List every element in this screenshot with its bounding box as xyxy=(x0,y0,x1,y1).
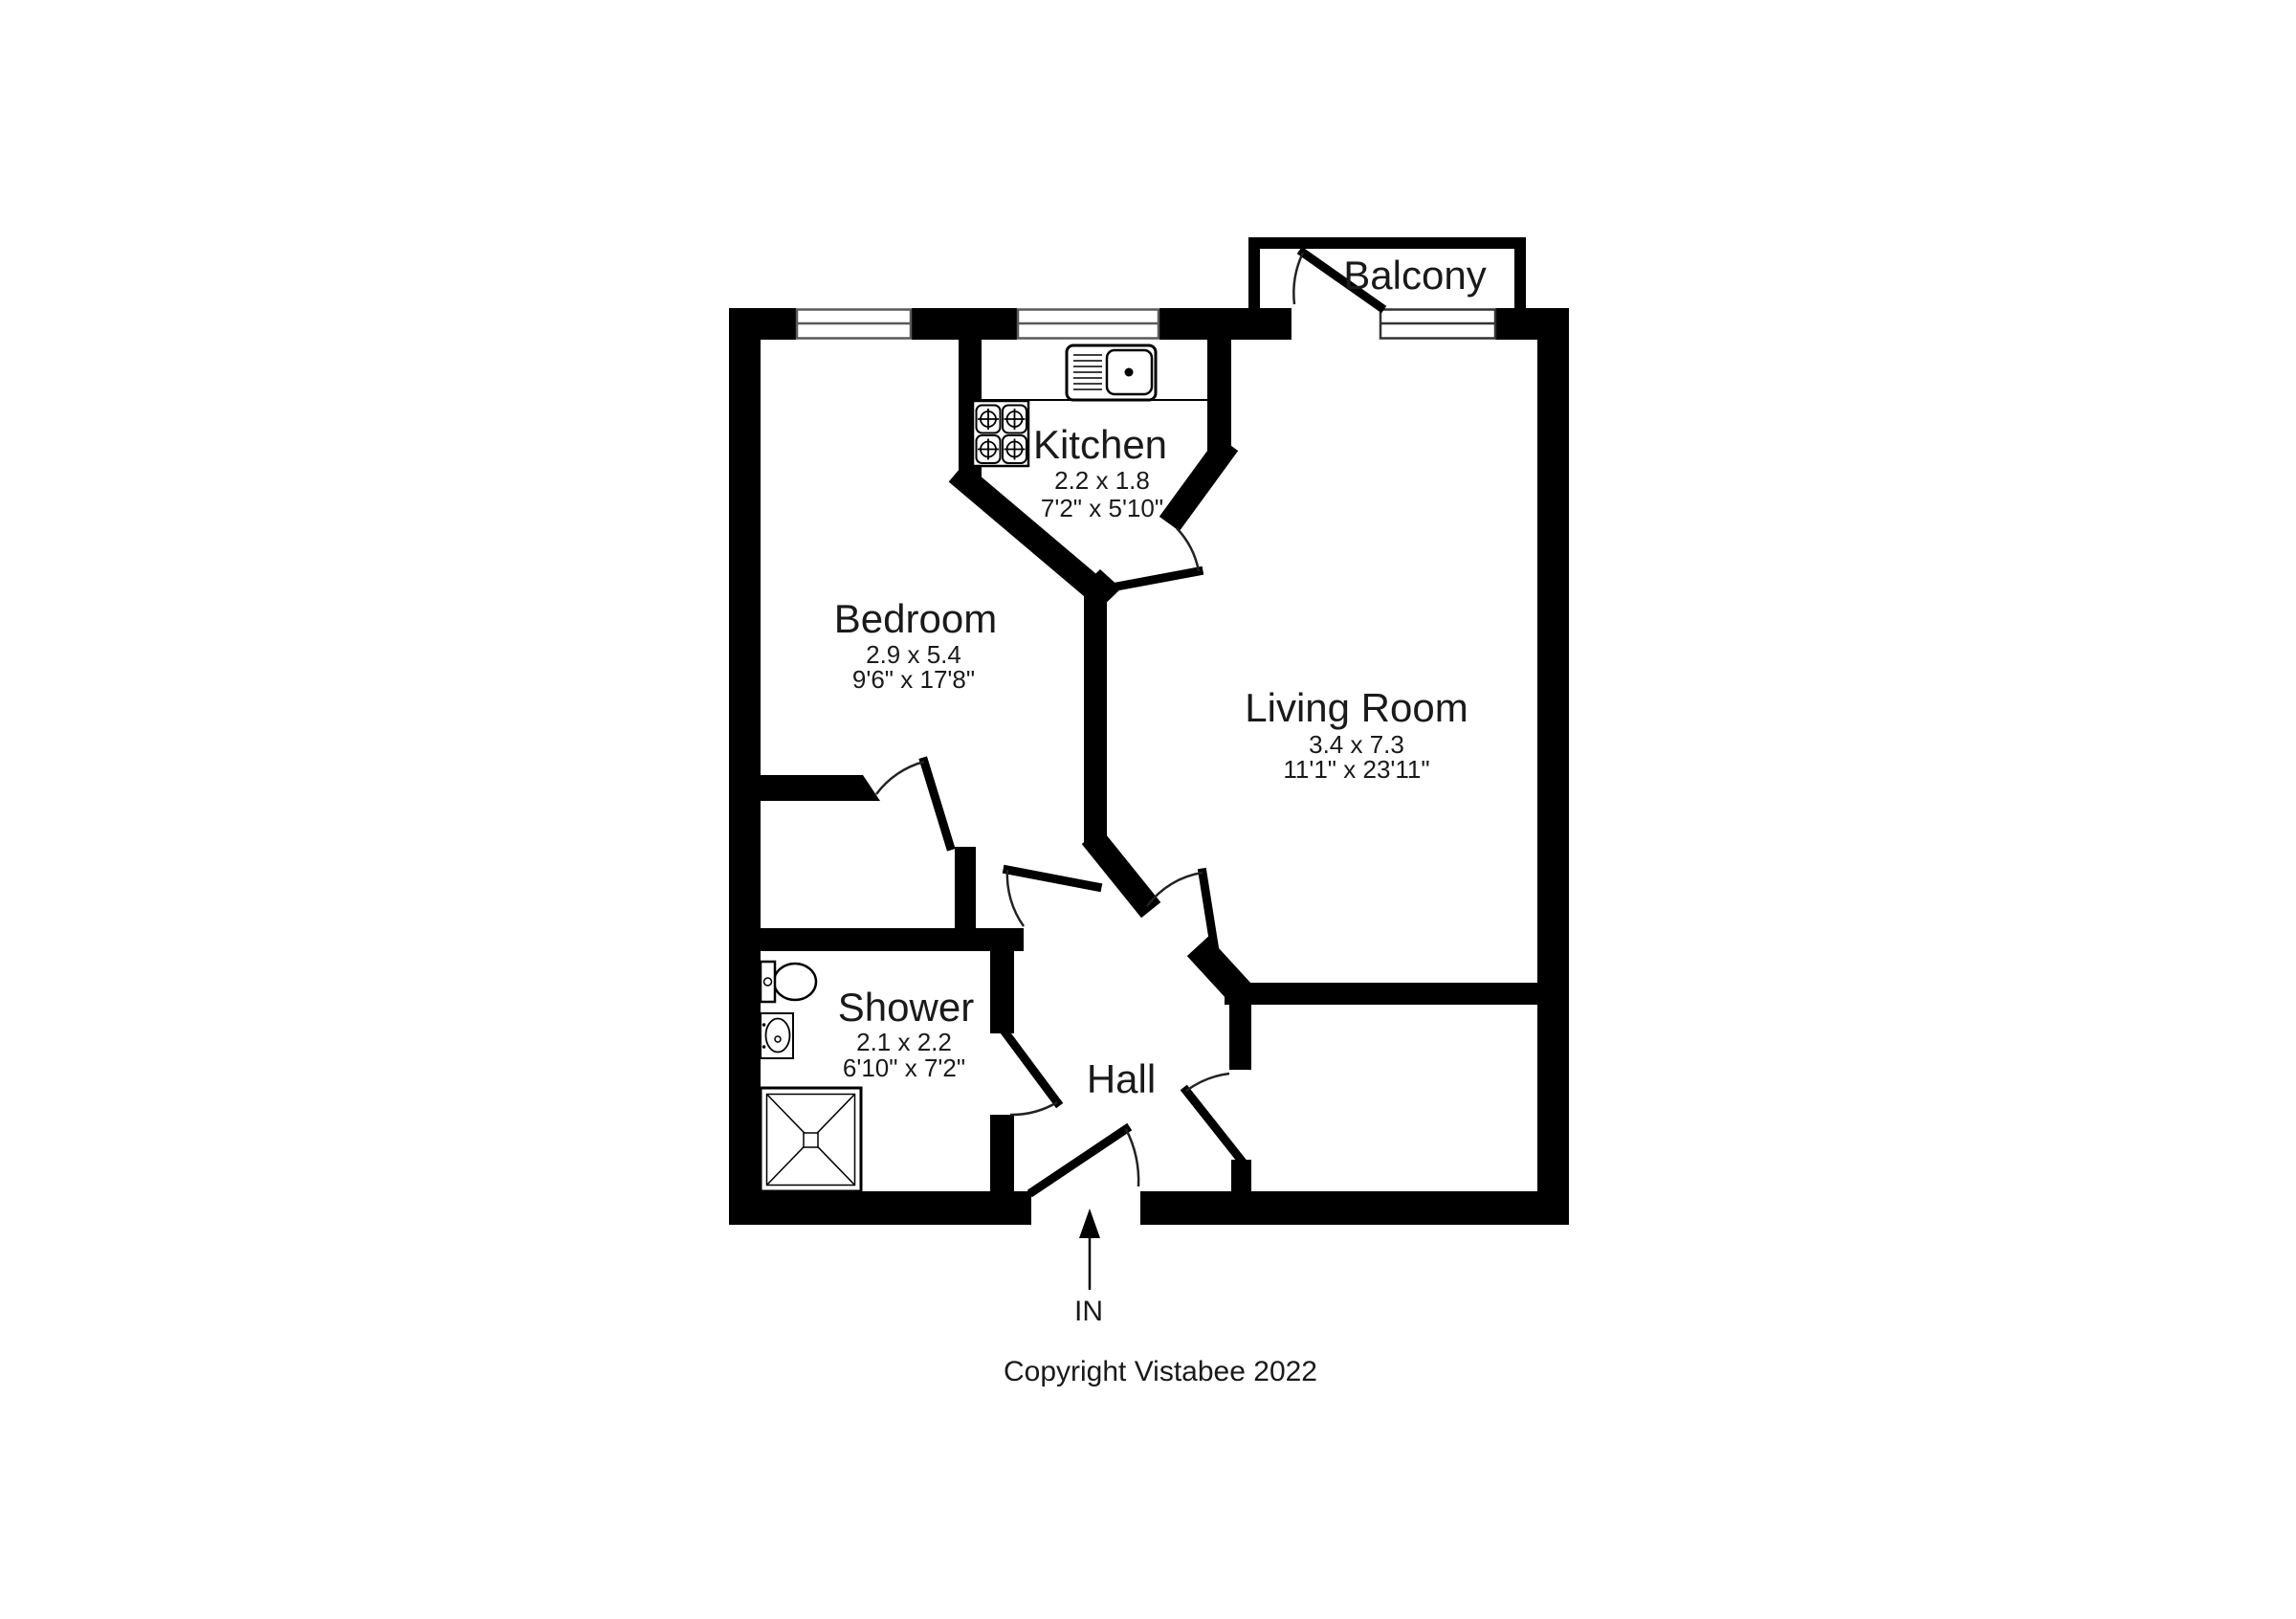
bedroom-size-metric: 2.9 x 5.4 xyxy=(866,640,961,669)
toilet-icon xyxy=(759,960,818,1004)
entrance-in-label: IN xyxy=(1074,1296,1103,1327)
entrance-door xyxy=(1027,1122,1140,1198)
store-cupboard-room xyxy=(1253,1007,1535,1188)
kitchen-wall-right-diagonal xyxy=(1159,435,1239,532)
shower-size-metric: 2.1 x 2.2 xyxy=(856,1028,952,1056)
wall-top-seg2 xyxy=(912,308,1017,340)
shower-door xyxy=(998,1025,1064,1117)
window-living-room xyxy=(1379,308,1497,340)
shower-wall-right-upper xyxy=(990,951,1014,1033)
bedroom-label: Bedroom xyxy=(834,596,997,641)
balcony-wall-top xyxy=(1248,237,1526,249)
shower-size-imperial: 6'10" x 7'2" xyxy=(843,1053,965,1082)
living-room-door xyxy=(1145,867,1222,963)
bedroom-door xyxy=(1002,864,1103,927)
exterior-walls xyxy=(729,308,1569,1225)
bedroom-closet-door xyxy=(874,756,956,852)
wall-top-seg4 xyxy=(1495,308,1569,340)
balcony-wall-left xyxy=(1248,237,1260,308)
bedroom-closet-wall xyxy=(761,775,880,801)
shower-tray-icon xyxy=(759,1086,863,1193)
kitchen-sink-icon xyxy=(1065,344,1158,402)
wall-bottom-seg1 xyxy=(729,1191,1031,1225)
shower-wall-top xyxy=(761,928,1024,951)
hall-room xyxy=(1028,914,1225,1189)
hall-label: Hall xyxy=(1087,1056,1156,1101)
shower-label: Shower xyxy=(838,985,974,1030)
window-kitchen xyxy=(1016,308,1160,340)
bedroom-hall-wall-diagonal xyxy=(1081,828,1161,919)
wall-top-seg3 xyxy=(1159,308,1292,340)
wall-left xyxy=(729,308,761,1225)
interior-walls xyxy=(761,340,1537,1191)
bedroom-closet-stub xyxy=(955,847,976,931)
balcony-door xyxy=(1292,246,1387,314)
windows xyxy=(795,308,1497,340)
balcony-walls xyxy=(1248,237,1526,308)
kitchen-wall-left-diagonal xyxy=(948,462,1115,609)
washbasin-icon xyxy=(760,1012,794,1059)
bedroom-size-imperial: 9'6" x 17'8" xyxy=(852,665,975,694)
kitchen-size-metric: 2.2 x 1.8 xyxy=(1054,466,1150,495)
cupboard-door xyxy=(1180,1072,1247,1166)
wall-bottom-seg2 xyxy=(1140,1191,1569,1225)
entrance-arrow-icon xyxy=(1079,1209,1100,1290)
cupboard-wall xyxy=(1229,995,1251,1070)
shower-wall-right-lower xyxy=(990,1115,1014,1191)
living-hall-wall xyxy=(1225,983,1537,1005)
wall-right xyxy=(1537,308,1569,1225)
kitchen-door xyxy=(1111,527,1204,592)
window-bedroom xyxy=(795,308,913,340)
balcony-wall-right xyxy=(1514,237,1526,308)
cupboard-wall-stub xyxy=(1231,1160,1251,1191)
wall-top-seg1 xyxy=(729,308,796,340)
kitchen-label: Kitchen xyxy=(1033,422,1167,467)
living-room-room xyxy=(1244,343,1531,979)
balcony-label: Balcony xyxy=(1343,253,1486,298)
kitchen-size-imperial: 7'2" x 5'10" xyxy=(1041,494,1163,522)
living-room-size-imperial: 11'1" x 23'11" xyxy=(1283,755,1429,784)
doors xyxy=(874,246,1387,1198)
living-room-label: Living Room xyxy=(1245,685,1468,730)
living-room-size-metric: 3.4 x 7.3 xyxy=(1309,730,1404,759)
kitchen-hob-icon xyxy=(971,399,1030,468)
bedroom-hall-wall xyxy=(1084,584,1107,846)
copyright-label: Copyright Vistabee 2022 xyxy=(1004,1356,1317,1387)
